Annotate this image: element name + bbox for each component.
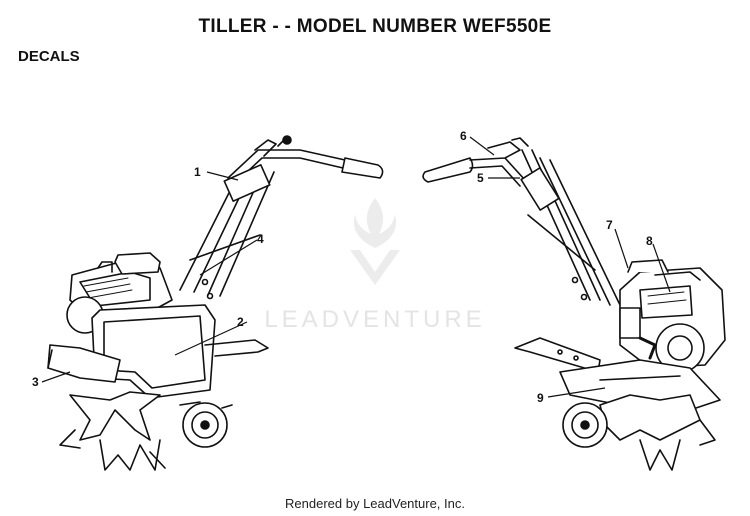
left-tiller	[47, 135, 384, 471]
leader-9	[547, 387, 606, 398]
callout-1: 1	[194, 165, 201, 179]
callout-8: 8	[646, 234, 653, 248]
callout-9: 9	[537, 391, 544, 405]
callout-4: 4	[257, 232, 264, 246]
watermark-text: LEADVENTURE	[264, 306, 485, 333]
footer-credit: Rendered by LeadVenture, Inc.	[285, 496, 465, 511]
callout-3: 3	[32, 375, 39, 389]
page-title: TILLER - - MODEL NUMBER WEF550E	[198, 16, 552, 37]
leader-2	[174, 321, 248, 356]
leader-6	[469, 136, 495, 156]
leader-7	[614, 228, 629, 269]
callout-2: 2	[237, 315, 244, 329]
callout-7: 7	[606, 218, 613, 232]
section-title: DECALS	[18, 48, 80, 65]
leader-3	[41, 371, 71, 383]
watermark: LEADVENTURE	[264, 198, 485, 333]
callout-6: 6	[460, 129, 467, 143]
leader-lines	[41, 136, 671, 398]
callout-5: 5	[477, 171, 484, 185]
right-tiller	[422, 137, 726, 471]
leader-8	[652, 243, 671, 293]
leader-4	[199, 239, 258, 276]
leader-1	[206, 171, 239, 181]
